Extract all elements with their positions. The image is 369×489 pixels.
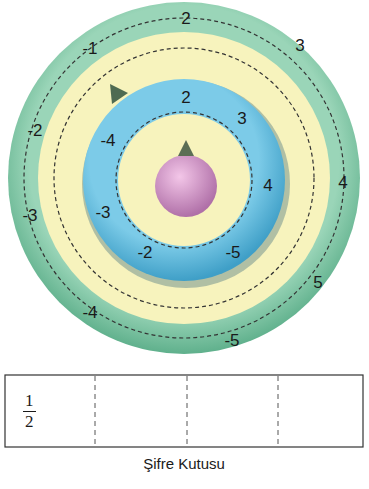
inner-dashed-circle	[116, 112, 252, 248]
cipher-cell: 12	[5, 375, 95, 447]
dial-number: 5	[313, 274, 322, 291]
inner-dial: 2 3 4 -5 -2 -3 -4	[84, 80, 284, 280]
dial-number: -1	[82, 40, 97, 57]
dial-number: -4	[82, 304, 97, 321]
outer-pointer	[110, 84, 128, 104]
dial-number: 2	[181, 89, 190, 106]
fraction: 12	[23, 392, 36, 431]
cell-divider	[95, 376, 96, 446]
caption: Şifre Kutusu	[143, 455, 225, 472]
dial-number: -4	[100, 132, 115, 149]
inner-pointer	[178, 140, 194, 156]
dial-number: -3	[22, 207, 37, 224]
cipher-box	[5, 375, 363, 447]
dial-number: -2	[27, 122, 42, 139]
dial-number: 4	[263, 177, 272, 194]
dial-number: 3	[295, 37, 304, 54]
dial-number: -5	[224, 332, 239, 349]
dial-number: -3	[95, 204, 110, 221]
outer-dial: 2 3 4 5 -5 -4 -3 -2 -1 2 3 4 -5 -2 -3 -4	[0, 0, 369, 360]
dial-number: -5	[225, 244, 240, 261]
numerator: 1	[23, 392, 36, 412]
inner-ring	[83, 79, 285, 281]
cell-divider	[187, 376, 188, 446]
dial-number: 2	[181, 10, 190, 27]
outer-ring	[8, 2, 360, 354]
inner-shadow	[82, 80, 290, 288]
yellow-dashed-circle	[54, 48, 314, 308]
cell-divider	[278, 376, 279, 446]
inner-yellow-ring	[118, 114, 250, 246]
denominator: 2	[25, 412, 34, 431]
yellow-ring	[38, 32, 330, 324]
dial-number: 4	[338, 174, 347, 191]
dial-number: -2	[137, 244, 152, 261]
outer-dashed-circle	[24, 18, 344, 338]
dial-number: 3	[237, 110, 246, 127]
center-knob	[155, 155, 217, 217]
